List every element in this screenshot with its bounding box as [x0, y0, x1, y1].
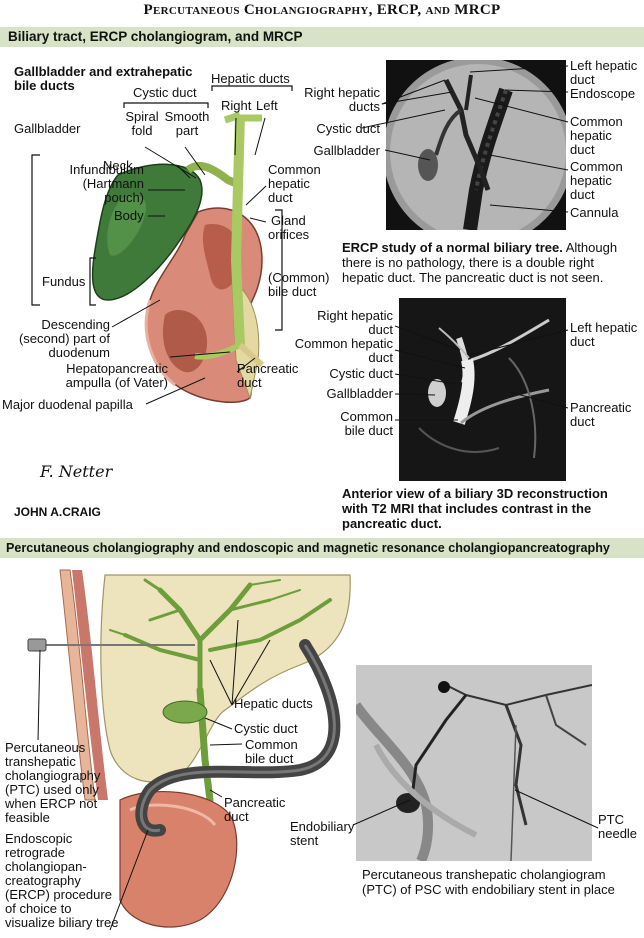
label-ptc-needle-1: PTC: [598, 813, 624, 827]
ptc-caption: Percutaneous transhepatic cholangiogram …: [362, 867, 638, 897]
label-endobiliary-stent-2: stent: [290, 834, 318, 848]
label-ptc-needle-2: needle: [598, 827, 637, 841]
label-endobiliary-stent-1: Endobiliary: [290, 820, 354, 834]
